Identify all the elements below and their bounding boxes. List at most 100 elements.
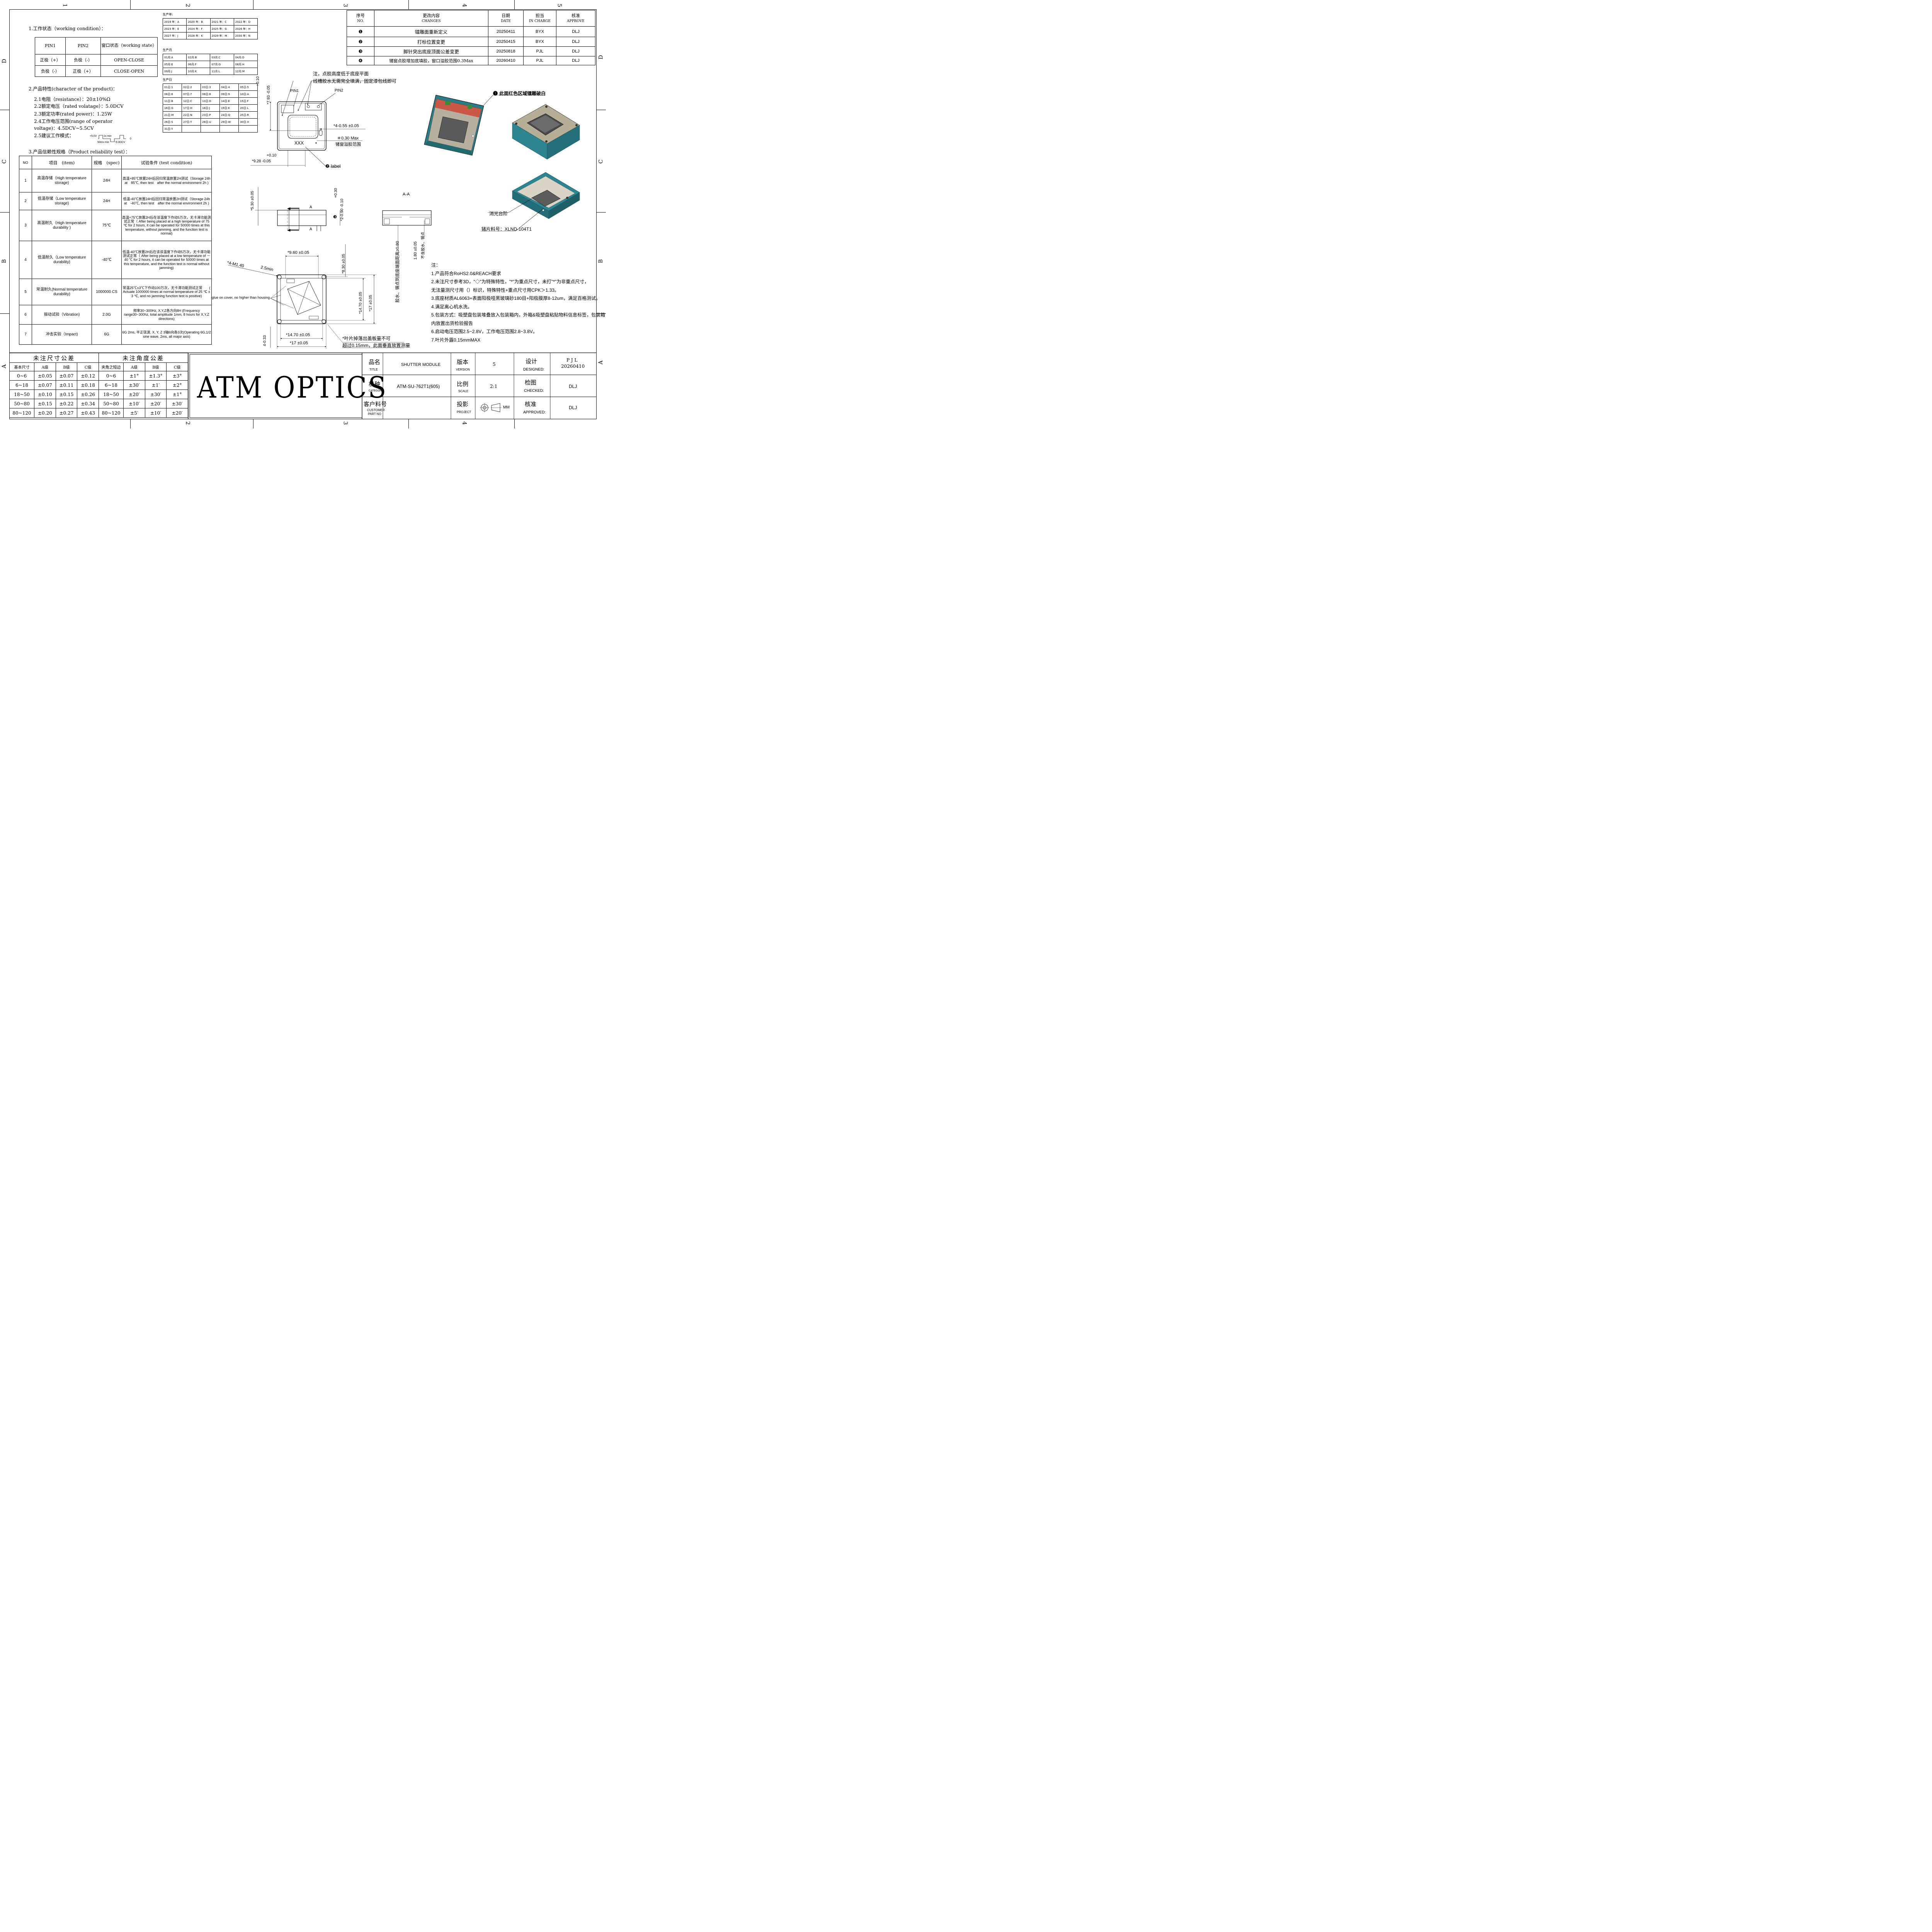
tolerance-cell: 0~6 <box>98 371 124 381</box>
tolerance-header-cell: C级 <box>166 362 188 371</box>
rev-date: 20250818 <box>488 46 524 56</box>
note-line: 1.产品符合RoHS2.0&REACH要求 <box>431 270 501 276</box>
char-line: voltage)：4.5DCV~5.5CV <box>34 126 94 131</box>
note-line: 6.启动电压范围2.5~2.8V，工作电压范围2.8~3.8V。 <box>431 329 537 334</box>
rev-approve: DLJ <box>556 56 595 65</box>
rel-header-spec: 规格 (spec) <box>92 156 122 169</box>
tb-check-sub: CHECKED: <box>524 389 544 393</box>
tolerance-header-cell: 基本尺寸 <box>9 362 35 371</box>
projection-symbol <box>480 403 502 412</box>
tb-scale-value: 2:1 <box>490 384 498 389</box>
dim-4-033: 4-0.33 <box>263 335 267 346</box>
tb-name-label: 品名 <box>369 359 381 366</box>
tolerance-header-cell: C级 <box>77 362 99 371</box>
working-condition-table: PIN1 PIN2 窗口状态（working state） 正极（+） 负极（-… <box>35 37 158 77</box>
section-view <box>382 210 432 247</box>
waveform-diagram: +5.0V 1s min 50ms min -5.0DCV 0 <box>90 135 131 144</box>
tolerance-cell: ±0.07 <box>34 380 56 390</box>
tolerance-cell: ±1° <box>166 389 188 399</box>
tolerance-cell: 0~6 <box>9 371 35 381</box>
tb-version-sub: VERSION <box>456 368 470 371</box>
dim-290: *2-0.90 -0.10 <box>340 199 344 221</box>
tolerance-header-cell: B级 <box>145 362 167 371</box>
char-line: 2.1电阻（resistance）：20±10%Ω <box>34 97 111 102</box>
tolerance-cell: ±0.15 <box>55 389 78 399</box>
section-a-top: A <box>310 205 312 209</box>
tb-name-sub: TITLE <box>369 368 378 371</box>
tb-design-value-1: P J L <box>566 357 578 363</box>
dim-793: *7.93 -0.05 <box>267 85 271 104</box>
tb-customer-sub-1: CUSTOMER <box>367 408 385 412</box>
tolerance-header-cell: B级 <box>55 362 78 371</box>
angle-tolerance-title: 未注角度公差 <box>98 353 189 363</box>
tolerance-cell: ±30′ <box>145 389 167 399</box>
dim-290-tol: +0.30 <box>334 188 338 198</box>
tolerance-cell: ±10′ <box>123 399 145 408</box>
no-glue-note: 不含胶水、锡点 <box>421 232 425 259</box>
tb-projection-label: 投影 <box>457 401 469 408</box>
tb-check-label: 检图 <box>525 379 537 386</box>
dim-17-h: *17 ±0.05 <box>290 341 308 345</box>
waveform-zero: 0 <box>130 138 131 140</box>
tb-category-sub: CATEGORY <box>369 389 384 392</box>
tolerance-cell: ±0.43 <box>77 408 99 418</box>
code-cell <box>238 125 258 133</box>
char-line: 2.2额定电压（rated volatage）：5.0DCV <box>34 104 124 109</box>
day-code-title: 生产日 <box>163 78 172 82</box>
pin2-label: PIN2 <box>335 88 344 93</box>
rel-spec: -40℃ <box>92 241 122 279</box>
waveform-toff: 50ms min <box>97 141 109 144</box>
tolerance-cell: 6~18 <box>98 380 124 390</box>
month-code-title: 生产月 <box>163 48 172 52</box>
tolerance-cell: 80~120 <box>9 408 35 418</box>
waveform-vneg: -5.0DCV <box>115 141 125 144</box>
general-notes: 注： 1.产品符合RoHS2.0&REACH要求 2.未注尺寸参考3D，"◇"为… <box>431 261 605 344</box>
tb-approve-sub: APPROVED: <box>523 410 546 415</box>
rev-change: 脚针突出底座顶面公差变更 <box>374 46 488 56</box>
rev-charge: BYX <box>523 37 556 47</box>
tolerance-cell: ±0.27 <box>55 408 78 418</box>
dim-793-tol: +0.10 <box>256 76 260 86</box>
rev-charge: PJL <box>523 56 556 65</box>
year-code-title: 生产年: <box>163 13 173 16</box>
dim-928: *9.28 -0.05 <box>252 159 271 163</box>
rev-date: 20260410 <box>488 56 524 65</box>
company-logo: ATM OPTICS <box>197 370 388 405</box>
rel-cond: 低温-40℃放置2H后在该该温度下作动5万次，无卡滞功能测试正常（ After … <box>121 241 212 279</box>
rel-item: 冲击实验（Impact) <box>32 324 92 345</box>
rel-item: 低温存储（Low temperature storage) <box>32 192 92 210</box>
model-3d-iso-bottom <box>481 172 580 231</box>
tolerance-cell: ±0.11 <box>55 380 78 390</box>
tb-scale-label: 比例 <box>457 381 469 388</box>
rel-spec: 24H <box>92 192 122 210</box>
blade-note-2: 超过0.15mm，此面垂直放置测量 <box>342 343 410 348</box>
tb-customer-label: 客户料号 <box>364 401 387 408</box>
tolerance-cell: ±0.20 <box>34 408 56 418</box>
tolerance-cell: ±1° <box>123 371 145 381</box>
code-cell <box>219 125 239 133</box>
rel-header-cond: 试验条件 (test condition) <box>121 156 212 169</box>
wc-header-pin1: PIN1 <box>35 37 66 54</box>
tolerance-cell: ±0.34 <box>77 399 99 408</box>
tolerance-cell: ±0.15 <box>34 399 56 408</box>
tb-design-value-2: 20260410 <box>561 364 585 369</box>
rel-no: 7 <box>19 324 32 345</box>
wc-header-state: 窗口状态（working state） <box>100 37 158 54</box>
tolerance-cell: 18~50 <box>9 389 35 399</box>
dim-tolerance-title: 未注尺寸公差 <box>9 353 99 363</box>
note-line: 内放置出货检验报告 <box>431 320 473 326</box>
